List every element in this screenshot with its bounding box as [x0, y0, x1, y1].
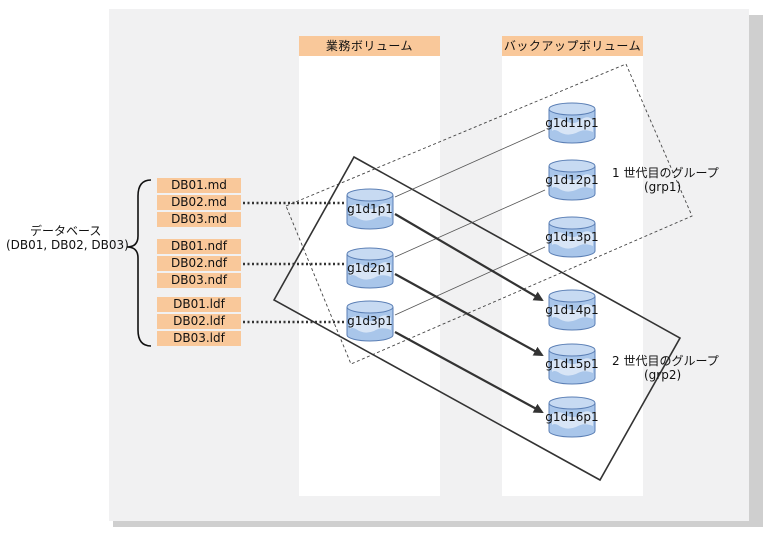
volume-cylinder: g1d16p1: [545, 396, 599, 438]
volume-label: g1d3p1: [347, 314, 393, 328]
volume-cylinder: g1d12p1: [545, 159, 599, 201]
volume-cylinder: g1d13p1: [545, 216, 599, 258]
volume-cylinder: g1d2p1: [346, 247, 394, 289]
database-sub-label: (DB01, DB02, DB03): [6, 238, 129, 252]
volume-label: g1d11p1: [545, 116, 599, 130]
group2-label: 2 世代目のグループ: [612, 354, 719, 368]
db-file: DB01.md: [157, 178, 241, 193]
volume-label: g1d16p1: [545, 410, 599, 424]
business-volume-header: 業務ボリューム: [299, 36, 440, 56]
group1-label: 1 世代目のグループ: [612, 166, 719, 180]
backup-arrow: [394, 331, 544, 413]
db-file: DB02.ldf: [157, 314, 241, 329]
volume-label: g1d12p1: [545, 173, 599, 187]
group2-name: (grp2): [644, 368, 682, 382]
db-file: DB02.ndf: [157, 256, 241, 271]
db-file: DB01.ldf: [157, 297, 241, 312]
database-label: データベース: [30, 224, 102, 238]
backup-arrow: [394, 213, 544, 302]
volume-cylinder: g1d3p1: [346, 300, 394, 342]
volume-cylinder: g1d1p1: [346, 188, 394, 230]
group1-name: (grp1): [644, 180, 682, 194]
volume-label: g1d2p1: [347, 261, 393, 275]
volume-label: g1d14p1: [545, 303, 599, 317]
volume-label: g1d13p1: [545, 230, 599, 244]
backup-link-line: [394, 129, 546, 198]
backup-link-line: [394, 246, 546, 316]
db-file: DB03.ldf: [157, 331, 241, 346]
db-file: DB03.ndf: [157, 273, 241, 288]
db-file: DB03.md: [157, 212, 241, 227]
database-brace: [126, 179, 152, 347]
backup-volume-header: バックアップボリューム: [502, 36, 643, 56]
db-file: DB01.ndf: [157, 239, 241, 254]
group1-frame: [285, 63, 693, 365]
volume-cylinder: g1d15p1: [545, 343, 599, 385]
backup-link-line: [394, 189, 546, 258]
group2-frame: [272, 155, 682, 482]
db-file: DB02.md: [157, 195, 241, 210]
backup-arrow: [394, 273, 544, 356]
volume-label: g1d15p1: [545, 357, 599, 371]
volume-cylinder: g1d14p1: [545, 289, 599, 331]
volume-cylinder: g1d11p1: [545, 102, 599, 144]
volume-label: g1d1p1: [347, 202, 393, 216]
